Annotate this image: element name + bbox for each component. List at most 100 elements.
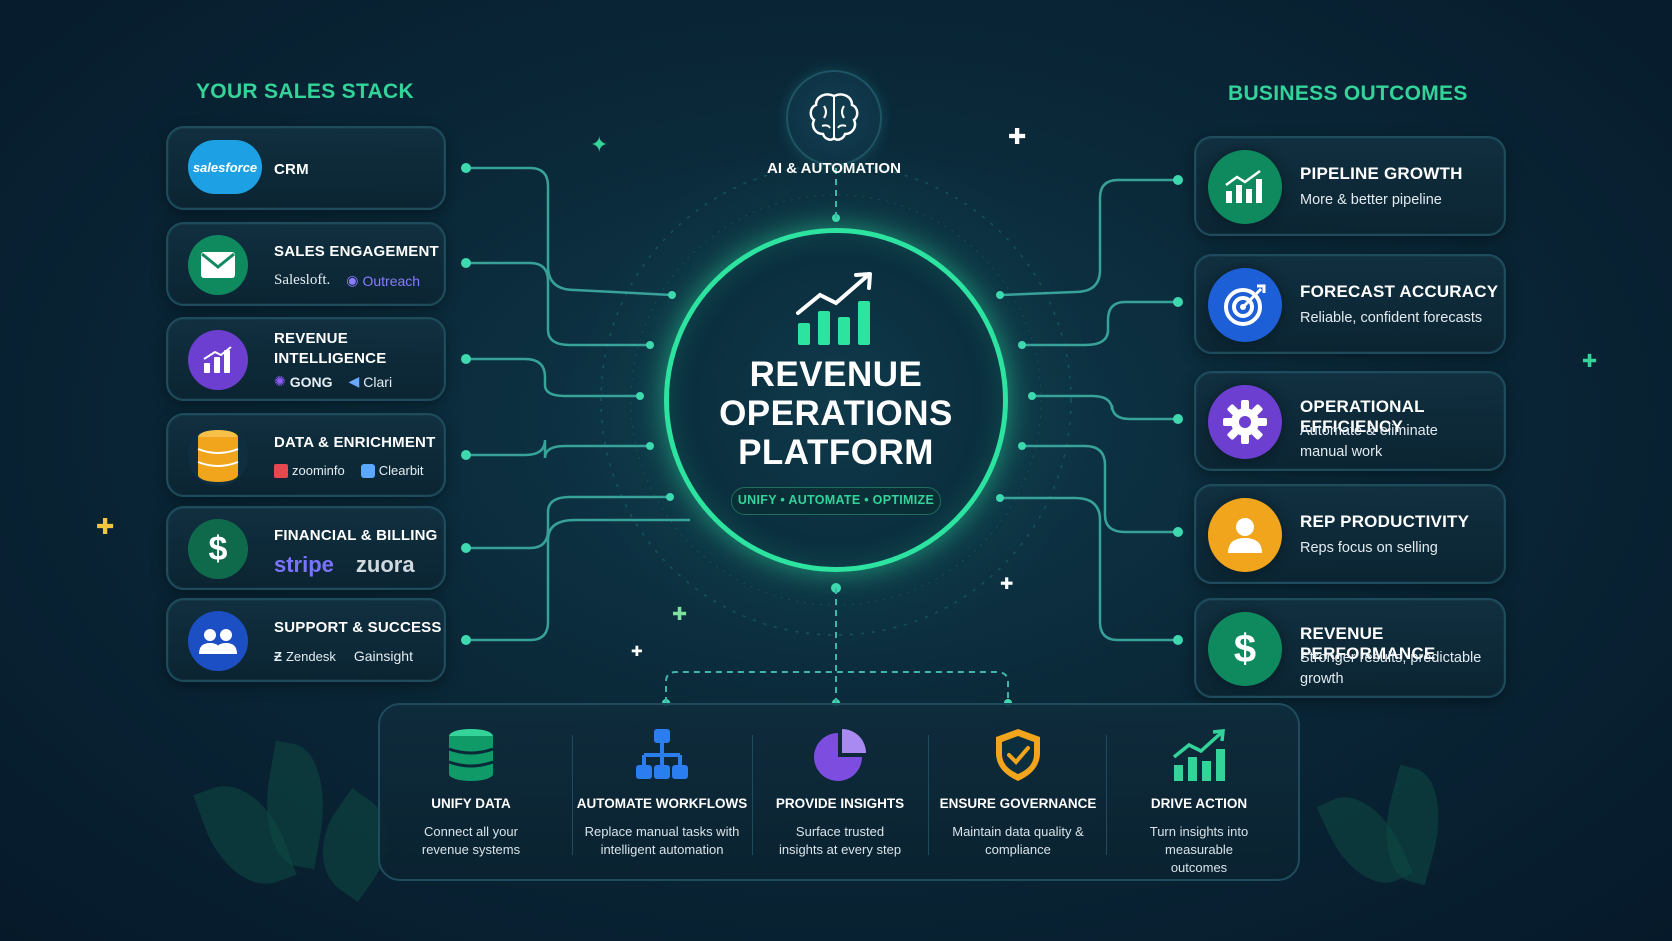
outcome-title: REVENUE PERFORMANCE: [1300, 624, 1436, 663]
feature-provide-insights[interactable]: PROVIDE INSIGHTS Surface trusted insight…: [754, 705, 926, 881]
dollar-icon: $: [1208, 612, 1282, 686]
outcome-card-pipeline-growth[interactable]: PIPELINE GROWTH More & better pipeline: [1194, 136, 1506, 236]
stack-card-revenue-intelligence[interactable]: REVENUE INTELLIGENCE ✺GONG ◀Clari: [166, 317, 446, 401]
clearbit-icon: [360, 463, 375, 478]
bar-chart-icon: [188, 330, 248, 390]
vendor-outreach: ◉Outreach: [346, 272, 421, 289]
feature-description: Connect all your revenue systems: [421, 824, 521, 857]
feature-description: Turn insights into measurable outcomes: [1149, 824, 1249, 875]
feature-ensure-governance[interactable]: ENSURE GOVERNANCE Maintain data quality …: [930, 705, 1106, 881]
vendor-gainsight: Gainsight: [353, 648, 413, 664]
feature-unify-data[interactable]: UNIFY DATA Connect all your revenue syst…: [390, 705, 552, 881]
clari-icon: ◀: [348, 373, 360, 389]
database-icon: [448, 729, 494, 781]
salesforce-logo-icon: salesforce: [188, 140, 262, 194]
feature-description: Maintain data quality & compliance: [952, 824, 1084, 857]
outcome-card-revenue-performance[interactable]: $ REVENUE PERFORMANCE Stronger results, …: [1194, 598, 1506, 698]
stack-card-crm[interactable]: salesforce CRM: [166, 126, 446, 210]
outcome-title: REP PRODUCTIVITY: [1300, 512, 1470, 531]
left-wires: [466, 166, 690, 642]
outreach-icon: ◉: [346, 272, 359, 288]
feature-description: Replace manual tasks with intelligent au…: [584, 824, 740, 857]
wire-data-enrichment: [466, 439, 650, 459]
stack-name: FINANCIAL & BILLING: [274, 527, 438, 544]
vendor-stripe: stripe: [274, 552, 334, 577]
zoominfo-icon: [274, 463, 288, 478]
center-dashed-links: [665, 168, 1009, 703]
growth-chart-icon: [1172, 729, 1225, 781]
business-outcomes-title: BUSINESS OUTCOMES: [1228, 82, 1468, 105]
platform-capabilities-panel: UNIFY DATA Connect all your revenue syst…: [378, 703, 1300, 881]
wire-pipeline-growth: [999, 178, 1178, 297]
feature-divider: [928, 735, 929, 855]
stack-name: CRM: [274, 161, 309, 178]
outcome-subtitle: Stronger results, predictable growth: [1300, 650, 1482, 687]
brain-icon: [809, 93, 859, 141]
growth-chart-icon: [796, 272, 872, 345]
sparkle-icon: ✚: [631, 643, 643, 659]
outcome-subtitle: Reps focus on selling: [1300, 540, 1438, 556]
shield-check-icon: [996, 729, 1040, 781]
right-wires: [999, 178, 1178, 642]
feature-description: Surface trusted insights at every step: [778, 824, 902, 857]
workflow-icon: [636, 729, 688, 779]
sparkle-icon: ✚: [1582, 351, 1598, 371]
outcome-title: FORECAST ACCURACY: [1300, 282, 1499, 301]
revenue-operations-platform-hub[interactable]: REVENUE OPERATIONS PLATFORM UNIFY • AUTO…: [664, 228, 1008, 572]
stack-name: SALES ENGAGEMENT: [274, 243, 439, 260]
vendor-clari: ◀Clari: [348, 373, 393, 390]
outcome-card-rep-productivity[interactable]: REP PRODUCTIVITY Reps focus on selling: [1194, 484, 1506, 584]
feature-title: UNIFY DATA: [431, 796, 511, 811]
outcome-subtitle: Automate & eliminate manual work: [1300, 423, 1438, 460]
feature-drive-action[interactable]: DRIVE ACTION Turn insights into measurab…: [1108, 705, 1290, 881]
vendor-clearbit: Clearbit: [360, 463, 424, 478]
wire-revenue-intelligence: [466, 357, 640, 398]
gear-icon: [1208, 385, 1282, 459]
feature-title: PROVIDE INSIGHTS: [775, 796, 905, 811]
wire-revenue-performance: [1000, 496, 1178, 642]
vendor-salesloft: Salesloft.: [274, 272, 331, 288]
database-icon: [188, 426, 248, 486]
stack-name: REVENUE INTELLIGENCE: [274, 330, 387, 367]
ai-automation-node[interactable]: [786, 70, 882, 166]
wire-rep-productivity: [1022, 444, 1178, 534]
platform-title: REVENUE OPERATIONS PLATFORM: [719, 355, 953, 472]
person-icon: [1208, 498, 1282, 572]
sales-stack-title: YOUR SALES STACK: [196, 80, 414, 103]
vendor-gong: ✺GONG: [274, 373, 333, 390]
growth-chart-icon: [1208, 150, 1282, 224]
vendor-zuora: zuora: [355, 552, 415, 577]
dollar-icon: $: [188, 519, 248, 579]
platform-tagline: UNIFY • AUTOMATE • OPTIMIZE: [731, 487, 941, 515]
outcome-card-forecast-accuracy[interactable]: FORECAST ACCURACY Reliable, confident fo…: [1194, 254, 1506, 354]
stack-card-data-enrichment[interactable]: DATA & ENRICHMENT zoominfo Clearbit: [166, 413, 446, 497]
wire-nodes: [461, 163, 1183, 707]
feature-divider: [752, 735, 753, 855]
sparkle-icon: ✦: [590, 132, 609, 157]
wire-operational-efficiency: [1032, 394, 1178, 421]
gong-icon: ✺: [274, 373, 286, 389]
outcome-card-operational-efficiency[interactable]: OPERATIONAL EFFICIENCY Automate & elimin…: [1194, 371, 1506, 471]
stack-name: SUPPORT & SUCCESS: [274, 619, 442, 636]
target-icon: [1208, 268, 1282, 342]
outcome-title: OPERATIONAL EFFICIENCY: [1300, 397, 1425, 436]
vendor-zoominfo: zoominfo: [274, 463, 345, 478]
stack-card-financial-billing[interactable]: $ FINANCIAL & BILLING stripe zuora: [166, 506, 446, 590]
feature-automate-workflows[interactable]: AUTOMATE WORKFLOWS Replace manual tasks …: [574, 705, 750, 881]
feature-divider: [1106, 735, 1107, 855]
vendor-logos: zoominfo Clearbit: [274, 463, 424, 478]
envelope-icon: [188, 235, 248, 295]
ai-automation-label: AI & AUTOMATION: [767, 160, 901, 177]
vendor-logos: Salesloft. ◉Outreach: [274, 272, 420, 289]
vendor-logos: ✺GONG ◀Clari: [274, 373, 392, 390]
feature-divider: [572, 735, 573, 855]
stack-card-sales-engagement[interactable]: SALES ENGAGEMENT Salesloft. ◉Outreach: [166, 222, 446, 306]
sparkle-icon: ✚: [96, 514, 115, 539]
feature-title: AUTOMATE WORKFLOWS: [576, 796, 748, 811]
wire-sales-engagement: [466, 261, 650, 347]
pie-chart-icon: [814, 729, 866, 781]
